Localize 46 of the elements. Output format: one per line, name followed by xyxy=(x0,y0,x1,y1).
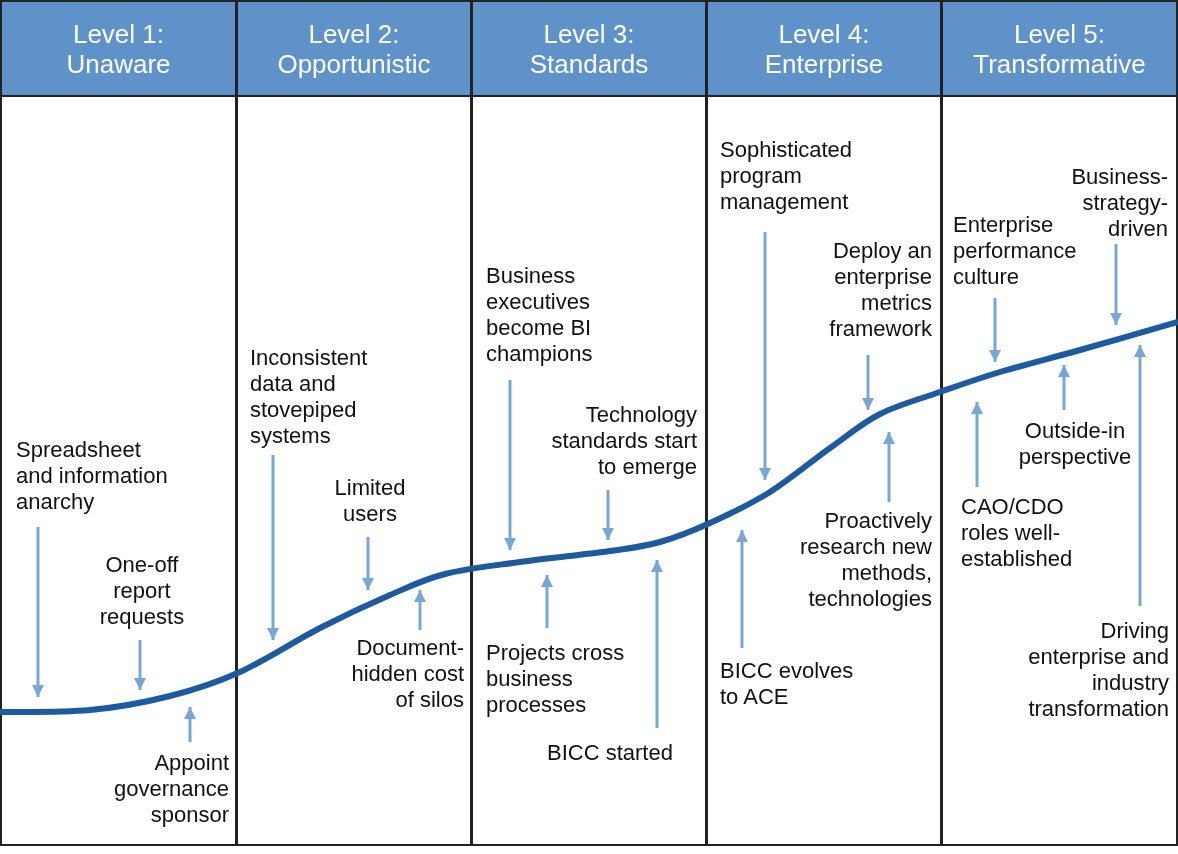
text-note: Business executives become BI champions xyxy=(486,263,616,367)
text-note: CAO/CDO roles well-established xyxy=(961,494,1086,572)
arrow xyxy=(971,402,983,487)
arrow xyxy=(267,455,279,640)
arrow xyxy=(736,530,748,648)
text-note: Limited users xyxy=(325,475,415,527)
level-column xyxy=(941,0,1178,846)
text-note: Deploy an enterprise metrics framework xyxy=(812,238,932,342)
arrow xyxy=(184,707,196,742)
arrow xyxy=(1110,244,1122,325)
text-note: Proactively research new methods, technologies xyxy=(781,508,932,612)
level-column xyxy=(706,0,942,846)
arrow xyxy=(541,575,553,628)
text-note: BICC started xyxy=(547,740,699,766)
text-note: Spreadsheet and information anarchy xyxy=(16,437,171,515)
arrow xyxy=(1058,365,1070,410)
arrow xyxy=(32,527,44,697)
text-note: Document-hidden cost of silos xyxy=(338,635,464,713)
text-note: Driving enterprise and industry transformation xyxy=(1011,618,1169,722)
arrow xyxy=(134,640,146,690)
text-note: Projects cross business processes xyxy=(486,640,646,718)
arrow xyxy=(414,590,426,630)
text-note: BICC evolves to ACE xyxy=(720,658,875,710)
arrow xyxy=(504,380,516,550)
text-note: Appoint governance sponsor xyxy=(103,750,229,828)
column-title: Level 5: Transformative xyxy=(972,18,1147,79)
text-note: Technology standards start to emerge xyxy=(537,402,697,480)
column-title: Level 3: Standards xyxy=(528,18,650,79)
text-note: Inconsistent data and stovepiped systems xyxy=(250,345,390,449)
arrow xyxy=(362,537,374,590)
arrow xyxy=(883,432,895,502)
arrow xyxy=(1134,345,1146,606)
arrow xyxy=(651,560,663,728)
arrow xyxy=(862,355,874,410)
column-title: Level 1: Unaware xyxy=(65,18,172,79)
level-column xyxy=(471,0,707,846)
column-title: Level 4: Enterprise xyxy=(763,18,885,79)
arrow xyxy=(989,298,1001,362)
text-note: One-off report requests xyxy=(87,552,197,630)
arrow xyxy=(759,232,771,480)
text-note: Outside-in perspective xyxy=(1014,418,1136,470)
arrow xyxy=(602,490,614,540)
text-note: Sophisticated program management xyxy=(720,137,875,215)
column-title: Level 2: Opportunistic xyxy=(276,18,432,79)
level-column xyxy=(236,0,472,846)
level-column xyxy=(0,0,237,846)
